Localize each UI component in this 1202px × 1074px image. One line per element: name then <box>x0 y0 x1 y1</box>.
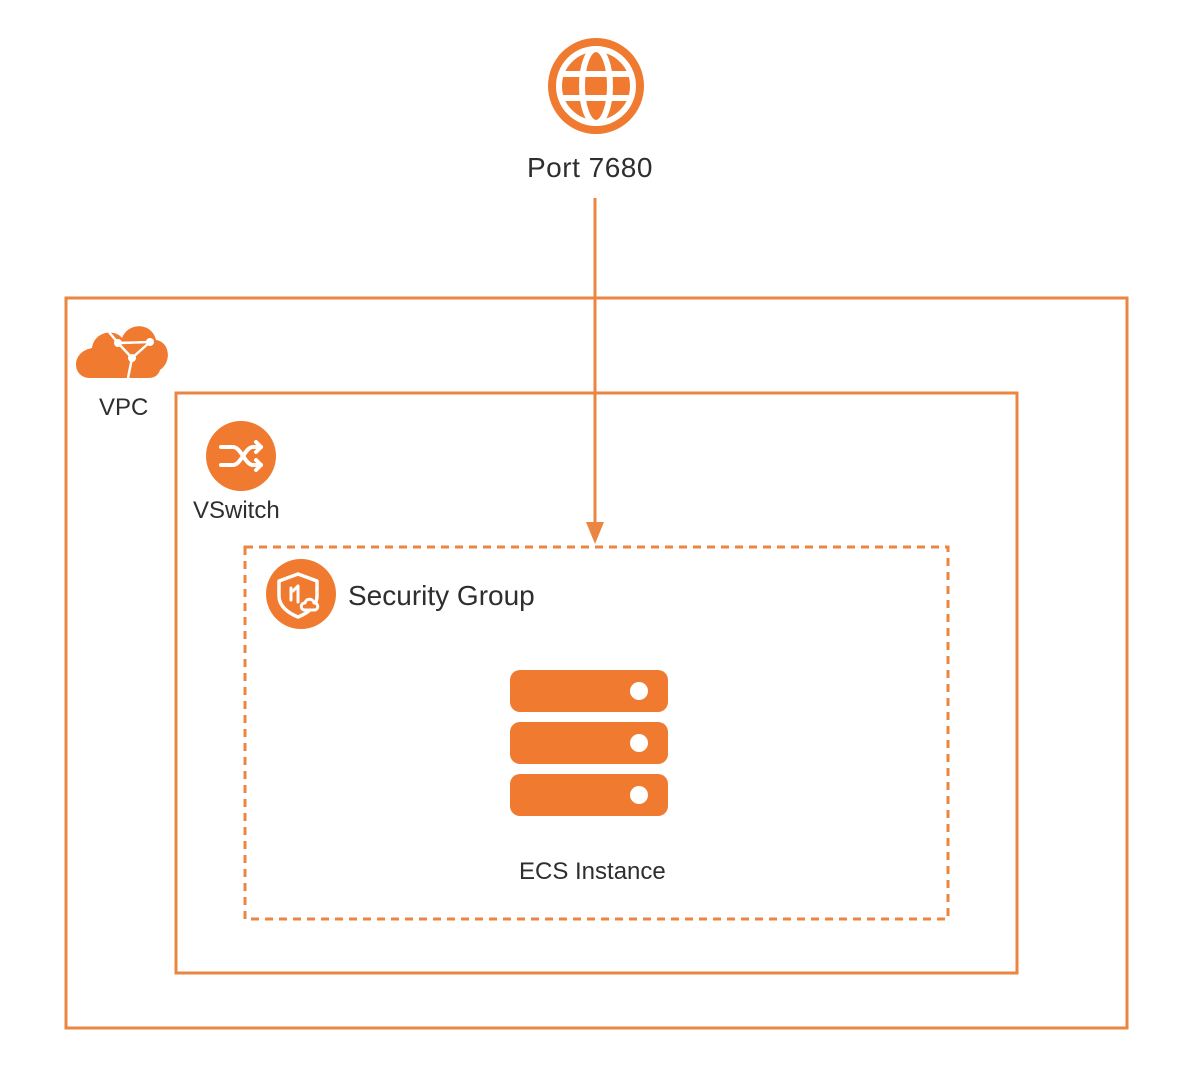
switch-arrows-icon <box>206 421 276 491</box>
traffic-arrow <box>586 198 604 544</box>
globe-icon <box>548 38 644 134</box>
vswitch-label: VSwitch <box>193 497 280 524</box>
server-stack-icon <box>510 670 668 816</box>
ecs-instance-label: ECS Instance <box>519 858 666 885</box>
shield-cloud-icon <box>266 559 336 629</box>
security-group-label: Security Group <box>348 580 535 611</box>
vpc-label: VPC <box>99 394 149 421</box>
internet-port-label: Port 7680 <box>527 152 653 183</box>
security-group-boundary <box>243 545 950 921</box>
cloud-network-icon <box>76 325 168 379</box>
